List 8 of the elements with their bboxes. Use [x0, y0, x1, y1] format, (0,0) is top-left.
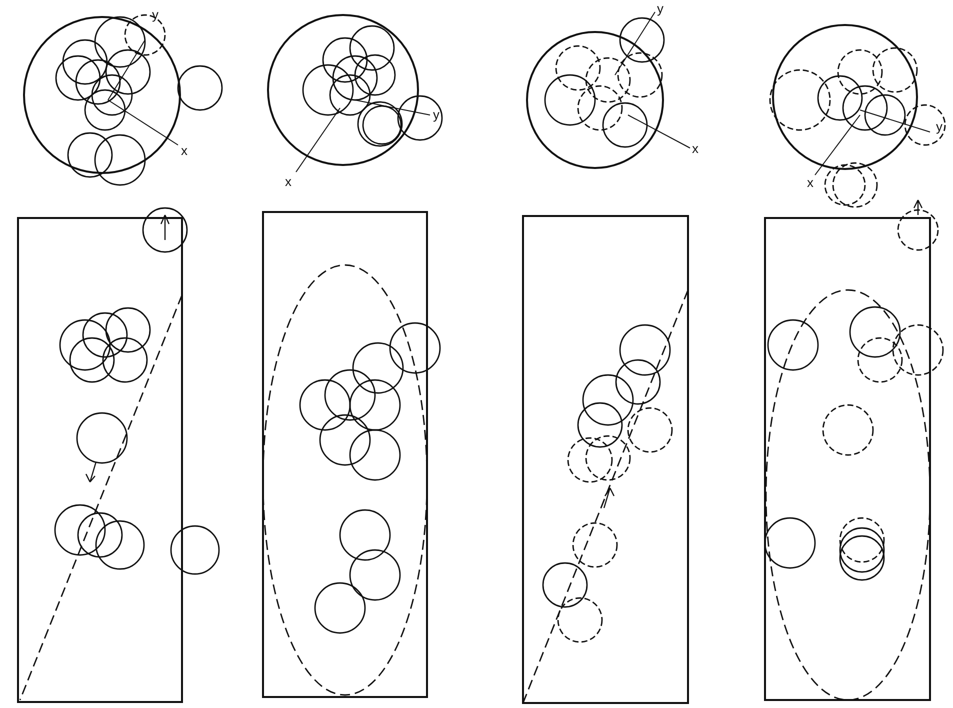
axis-label: y [433, 108, 440, 122]
axis-label: x [181, 144, 188, 158]
axis-label: y [657, 2, 664, 16]
axis-label: x [285, 175, 292, 189]
axis-label: y [152, 8, 158, 22]
axis-label: y [936, 120, 942, 134]
axis-label: x [807, 176, 814, 190]
axis-label: x [692, 142, 698, 156]
